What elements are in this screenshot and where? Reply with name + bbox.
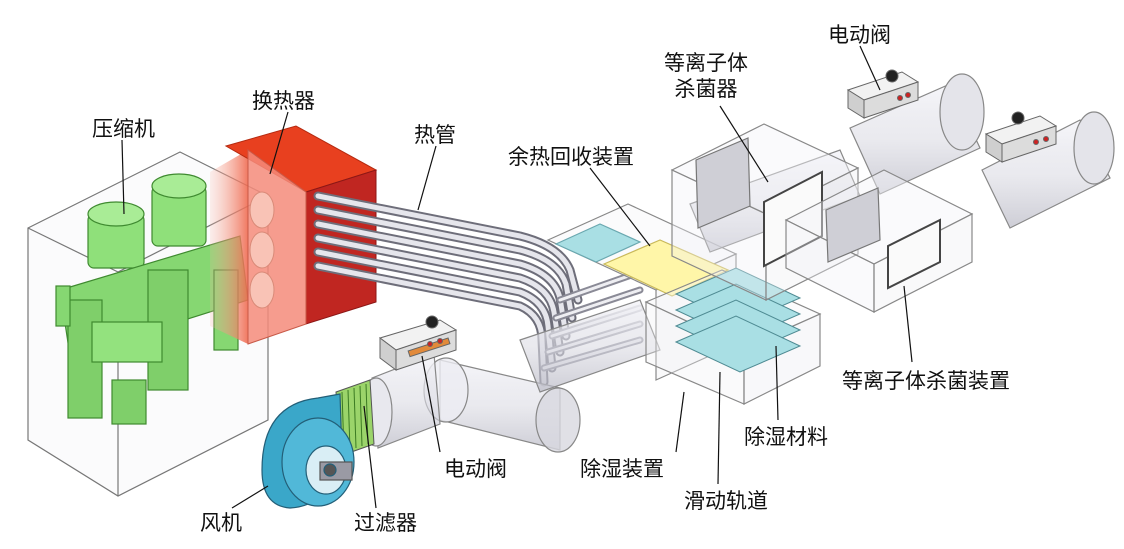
leader-filter [363, 405, 377, 509]
label-heat-recovery: 余热回收装置 [508, 145, 634, 169]
label-plasma-device: 等离子体杀菌装置 [842, 369, 1010, 393]
leader-fan [231, 485, 269, 509]
leader-valve-bottom [421, 355, 441, 453]
leader-lines [121, 45, 913, 509]
label-fan: 风机 [200, 511, 242, 535]
plasma-sterilizer-housing [670, 123, 860, 301]
label-heat-exchanger: 换热器 [252, 89, 315, 113]
leader-heat-recovery [589, 167, 651, 247]
leader-dehumid-device [675, 391, 685, 453]
label-dehumid-device: 除湿装置 [580, 457, 664, 481]
label-valve-top: 电动阀 [828, 23, 891, 47]
label-compressor: 压缩机 [92, 117, 155, 141]
label-heat-pipe: 热管 [414, 123, 456, 147]
label-sliding-rail: 滑动轨道 [684, 489, 768, 513]
leader-sliding-rail [717, 371, 721, 485]
label-valve-bottom: 电动阀 [444, 457, 507, 481]
leader-compressor [121, 139, 125, 215]
return-duct [359, 299, 661, 453]
leader-plasma-sterilizer [719, 105, 769, 183]
compressor-icon [55, 173, 249, 425]
label-plasma-sterilizer: 等离子体 杀菌器 [664, 51, 748, 101]
leader-heat-exchanger [269, 111, 289, 175]
leader-dehumid-material [775, 345, 779, 421]
label-filter: 过滤器 [354, 511, 417, 535]
leader-heat-pipe [417, 145, 437, 211]
label-dehumid-material: 除湿材料 [744, 425, 828, 449]
valve-top-icon [846, 69, 1058, 163]
leader-valve-top [859, 45, 881, 91]
fan-icon [261, 393, 355, 509]
plasma-sterilizer-lower-housing [784, 169, 974, 313]
leader-plasma-device [903, 285, 913, 363]
dehumid-plates [674, 267, 802, 373]
valve-bottom-icon [378, 315, 458, 371]
